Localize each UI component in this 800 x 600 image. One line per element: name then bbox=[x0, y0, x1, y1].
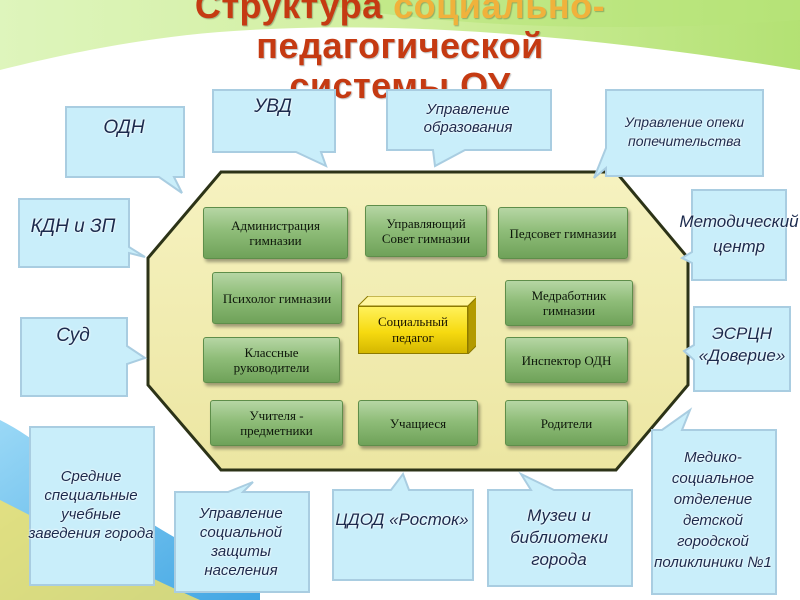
callout-guardianship: Управление опеки попечительства bbox=[592, 88, 767, 183]
callout-kdn-shape bbox=[18, 198, 146, 268]
callout-ezrcn-label: ЭСРЦН «Доверие» bbox=[698, 324, 786, 365]
callout-secondary-schools: Средние специальные учебные заведения го… bbox=[28, 425, 160, 590]
title-line-1: Структура социально- bbox=[194, 0, 606, 26]
callout-uvd-label: УВД bbox=[254, 96, 292, 117]
callout-cdod: ЦДОД «Росток» bbox=[331, 471, 476, 584]
title-line-2: педагогической bbox=[256, 25, 544, 66]
callout-education-department: Управление образования bbox=[385, 88, 555, 168]
callout-museums: Музеи и библиотеки города bbox=[486, 471, 634, 590]
box-students: Учащиеся bbox=[358, 400, 478, 446]
callout-court-shape bbox=[20, 317, 148, 397]
box-odn-inspector: Инспектор ОДН bbox=[505, 337, 628, 383]
callout-education-department-shape bbox=[386, 89, 552, 168]
callout-court: Суд bbox=[19, 316, 149, 398]
callout-odn-label: ОДН bbox=[103, 116, 145, 138]
box-administration: Администрация гимназии bbox=[203, 207, 348, 259]
callout-uvd-shape bbox=[212, 89, 336, 168]
center-box-3d-shape bbox=[358, 296, 476, 354]
box-class-teachers: Классные руководители bbox=[203, 337, 340, 383]
callout-court-label: Суд bbox=[56, 325, 90, 346]
center-box-social-pedagogue: Социальный педагог bbox=[358, 296, 476, 354]
callout-secondary-schools-shape bbox=[29, 426, 155, 586]
callout-medical-department-shape bbox=[651, 407, 777, 595]
callout-cdod-shape bbox=[332, 471, 474, 581]
callout-ezrcn-shape bbox=[682, 306, 791, 392]
callout-museums-label: Музеи и библиотеки города bbox=[510, 506, 608, 569]
box-parents: Родители bbox=[505, 400, 628, 446]
center-box-label: Социальный педагог bbox=[358, 306, 468, 354]
callout-kdn-label: КДН и ЗП bbox=[30, 216, 116, 237]
callout-secondary-schools-label: Средние специальные учебные заведения го… bbox=[28, 468, 154, 542]
callout-ezrcn: ЭСРЦН «Доверие» bbox=[682, 305, 794, 393]
callout-museums-shape bbox=[487, 471, 633, 587]
callout-medical-department: Медико-социальное отделение детской горо… bbox=[650, 407, 780, 596]
callout-guardianship-shape bbox=[593, 89, 764, 179]
callout-methodical-center-shape bbox=[679, 189, 787, 281]
callout-uvd: УВД bbox=[211, 88, 341, 168]
box-governing-council: Управляющий Совет гимназии bbox=[365, 205, 487, 257]
box-subject-teachers: Учителя - предметники bbox=[210, 400, 343, 446]
callout-medical-department-label: Медико-социальное отделение детской горо… bbox=[654, 449, 772, 571]
callout-odn: ОДН bbox=[64, 105, 189, 195]
callout-cdod-label: ЦДОД «Росток» bbox=[335, 510, 469, 529]
callout-odn-shape bbox=[65, 106, 185, 194]
callout-methodical-center-label: Методический центр bbox=[679, 212, 799, 256]
callout-education-department-label: Управление образования bbox=[423, 101, 513, 136]
callout-guardianship-label: Управление опеки попечительства bbox=[624, 114, 745, 149]
box-psychologist: Психолог гимназии bbox=[212, 272, 342, 324]
callout-social-protection-shape bbox=[174, 481, 310, 593]
callout-social-protection: Управление социальной защиты населения bbox=[173, 480, 313, 595]
callout-methodical-center: Методический центр bbox=[679, 188, 799, 288]
callout-social-protection-label: Управление социальной защиты населения bbox=[199, 505, 283, 579]
callout-kdn: КДН и ЗП bbox=[17, 197, 147, 269]
box-teachers-council: Педсовет гимназии bbox=[498, 207, 628, 259]
box-medical-worker: Медработник гимназии bbox=[505, 280, 633, 326]
background-wave-top bbox=[0, 0, 800, 70]
